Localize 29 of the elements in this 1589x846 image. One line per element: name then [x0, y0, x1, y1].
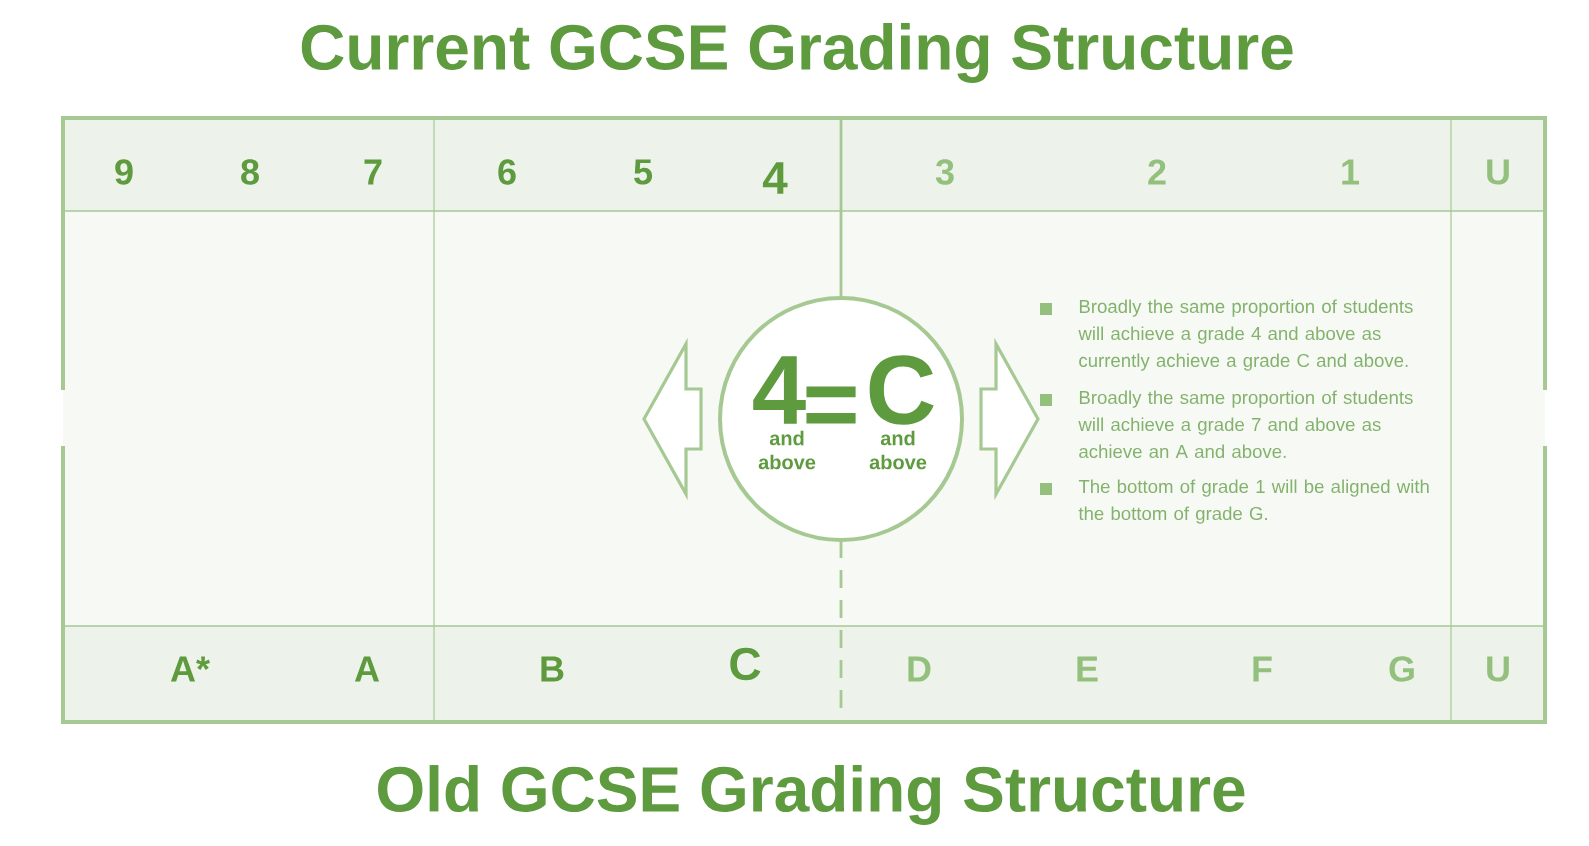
grade-label: 8 [241, 159, 259, 185]
grade-label: 9 [115, 159, 133, 185]
title: Current GCSE Grading Structure [301, 23, 1293, 83]
grade-label: 3 [935, 159, 954, 185]
grade-label: 7 [364, 159, 382, 185]
grade-label: U [1487, 159, 1509, 185]
grade-label: A [354, 656, 380, 682]
grade-label: 1 [1342, 159, 1360, 185]
bullet-text: Broadly the same proportion of students will achieve a grade 4 and above as currently achieve a grade C and above. [1078, 299, 1413, 371]
grade-label: A* [170, 656, 210, 682]
grade-label: D [908, 656, 931, 682]
grade-label: E [1077, 656, 1098, 682]
grade-label: 5 [634, 159, 653, 185]
grade-label: 2 [1148, 159, 1166, 185]
grade-label: C [730, 647, 761, 681]
bullet-text: The bottom of grade 1 will be aligned with the bottom of grade G. [1078, 479, 1429, 524]
small-text: and above [758, 430, 816, 470]
grade-label: B [541, 656, 564, 682]
grade-label: 4 [762, 162, 788, 194]
caption: Old GCSE Grading Structure [378, 765, 1245, 825]
grade-symbol: = [806, 386, 856, 424]
grade-label: 6 [498, 159, 516, 185]
small-text: and above [869, 430, 927, 470]
grade-label: F [1253, 656, 1272, 682]
grade-label: U [1487, 656, 1509, 682]
bullet-text: Broadly the same proportion of students will achieve a grade 7 and above as achieve an A and above. [1078, 390, 1413, 459]
grade-symbol: C [869, 355, 934, 425]
grade-symbol: 4 [753, 356, 806, 424]
grade-label: G [1389, 656, 1414, 682]
